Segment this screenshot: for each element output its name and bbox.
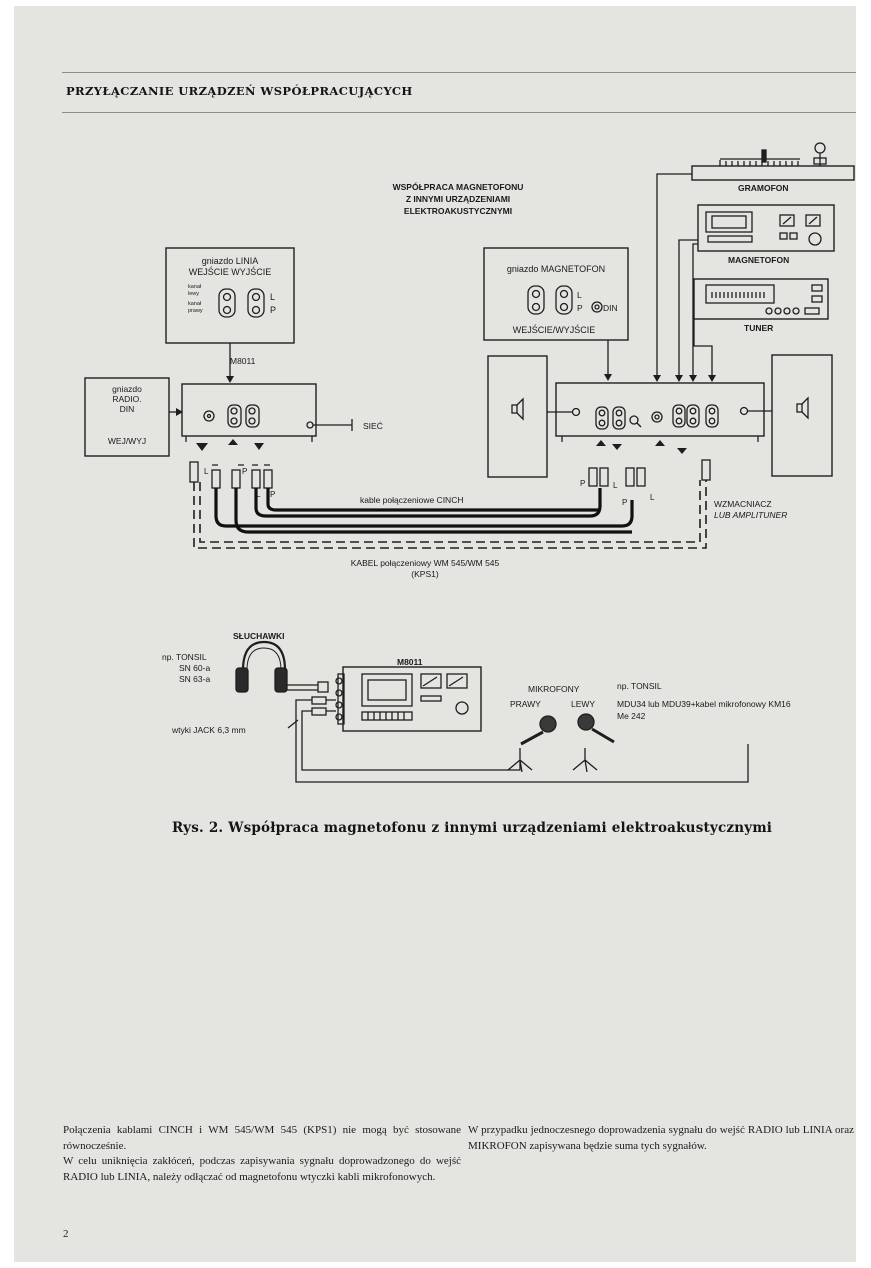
page-number: 2	[63, 1228, 69, 1240]
diagram-title-line: ELEKTROAKUSTYCZNYMI	[404, 206, 512, 216]
mic-right-label: PRAWY	[510, 699, 541, 709]
cinch-cables	[214, 488, 634, 534]
body-column-left: Połączenia kablami CINCH i WM 545/WM 545…	[63, 1123, 461, 1185]
turntable-label: GRAMOFON	[738, 183, 789, 193]
mic-left-label: LEWY	[571, 699, 595, 709]
cassette-deck	[678, 204, 835, 378]
plug-l-label: L	[613, 481, 618, 490]
tuner-label: TUNER	[744, 323, 773, 333]
amplifier	[555, 382, 765, 442]
headphones-label: SŁUCHAWKI	[233, 631, 284, 641]
microphone-model-label: Me 242	[617, 711, 646, 721]
deck-label: MAGNETOFON	[728, 255, 789, 265]
jack-plugs	[287, 696, 749, 783]
connection-diagram: WSPÓŁPRACA MAGNETOFONU Z INNYMI URZĄDZEN…	[84, 142, 855, 783]
radio-label: DIN	[120, 404, 135, 414]
body-column-right: W przypadku jednoczesnego doprowadzenia …	[468, 1123, 854, 1154]
plug-p-label: P	[242, 467, 247, 476]
channel-left-label: kanał	[188, 284, 202, 290]
m8011-recorder	[181, 383, 353, 442]
headphones	[235, 640, 329, 693]
linia-socket-label: gniazdo LINIA	[202, 256, 259, 266]
plug-l-label: L	[204, 467, 209, 476]
microphone-left	[572, 713, 615, 773]
body-paragraph: W celu uniknięcia zakłóceń, podczas zapi…	[63, 1155, 461, 1183]
radio-socket-box	[84, 377, 170, 457]
top-rule	[62, 72, 856, 73]
manual-page	[14, 6, 856, 1262]
linia-in-out-label: WEJŚCIE WYJŚCIE	[189, 266, 272, 277]
plug-p-label: P	[270, 490, 275, 499]
body-paragraph: Połączenia kablami CINCH i WM 545/WM 545…	[63, 1124, 461, 1152]
magnetofon-p-label: P	[577, 303, 583, 313]
cinch-cable-label: kable połączeniowe CINCH	[360, 495, 463, 505]
headphones-model-label: np. TONSIL	[162, 652, 207, 662]
magnetofon-socket-label: gniazdo MAGNETOFON	[507, 264, 605, 274]
diagram-title: WSPÓŁPRACA MAGNETOFONU Z INNYMI URZĄDZEN…	[393, 181, 524, 216]
speaker-right	[739, 354, 833, 477]
magnetofon-socket-box	[483, 247, 629, 341]
radio-label: RADIO.	[112, 394, 141, 404]
amplifier-label: WZMACNIACZ	[714, 499, 772, 509]
jack-label: wtyki JACK 6,3 mm	[171, 725, 246, 735]
plug-p-label: P	[580, 479, 585, 488]
radio-label: gniazdo	[112, 384, 142, 394]
header-rule	[62, 112, 856, 113]
diagram-title-line: WSPÓŁPRACA MAGNETOFONU	[393, 181, 524, 192]
magnetofon-in-out-label: WEJŚCIE/WYJŚCIE	[513, 324, 596, 335]
section-title: PRZYŁĄCZANIE URZĄDZEŃ WSPÓŁPRACUJĄCYCH	[66, 84, 413, 98]
tuner	[693, 278, 829, 378]
mains-label: SIEĆ	[363, 421, 383, 431]
microphone-model-label: MDU34 lub MDU39+kabel mikrofonowy KM16	[617, 699, 791, 709]
body-paragraph: W przypadku jednoczesnego doprowadzenia …	[468, 1124, 854, 1152]
left-cinch-plugs	[189, 461, 273, 489]
m8011-front-panel	[335, 666, 482, 732]
figure-caption: Rys. 2. Współpraca magnetofonu z innymi …	[172, 820, 773, 836]
radio-label: WEJ/WYJ	[108, 436, 146, 446]
kps1-cable-label: KABEL połączeniowy WM 545/WM 545	[351, 558, 500, 568]
magnetofon-l-label: L	[577, 290, 582, 300]
plug-p-label: P	[622, 498, 627, 507]
linia-l-label: L	[270, 292, 275, 302]
plug-l-label: L	[256, 490, 261, 499]
headphones-model-label: SN 63-a	[179, 674, 210, 684]
turntable	[656, 142, 855, 378]
microphone-right	[507, 715, 557, 773]
channel-right-label: prawy	[188, 308, 203, 314]
diagram-title-line: Z INNYMI URZĄDZENIAMI	[406, 194, 510, 204]
microphones-label: MIKROFONY	[528, 684, 580, 694]
headphones-model-label: SN 60-a	[179, 663, 210, 673]
speaker-left	[487, 355, 581, 478]
kps1-cable-label: (KPS1)	[411, 569, 439, 579]
kps1-cable	[193, 480, 707, 549]
linia-p-label: P	[270, 305, 276, 315]
m8011-label: M8011	[230, 356, 256, 366]
plug-l-label: L	[650, 493, 655, 502]
m8011-bottom-label: M8011	[397, 657, 423, 667]
channel-left-label: lewy	[188, 291, 199, 297]
microphone-model-label: np. TONSIL	[617, 681, 662, 691]
channel-right-label: kanał	[188, 301, 202, 307]
din-label: DIN	[603, 303, 618, 313]
right-cinch-plugs	[588, 459, 711, 487]
amplifier-label: LUB AMPLITUNER	[714, 510, 787, 520]
